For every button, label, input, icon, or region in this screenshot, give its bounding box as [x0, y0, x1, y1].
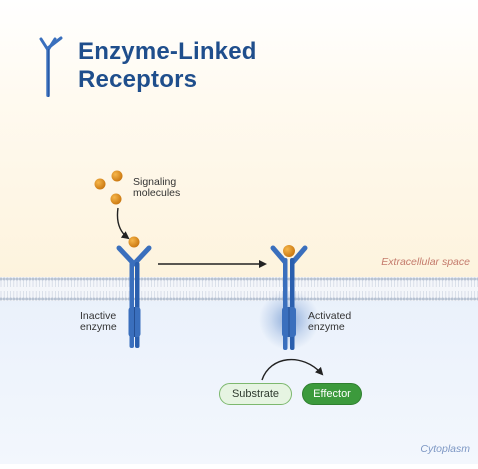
inactive-receptor — [116, 245, 152, 348]
membrane — [0, 277, 478, 301]
title-line-1: Enzyme-Linked — [78, 38, 257, 65]
effector-pill: Effector — [302, 383, 362, 405]
signaling-molecules-label: Signaling molecules — [133, 177, 180, 199]
ligand-molecule — [111, 170, 123, 182]
catalysis-arrow — [261, 358, 324, 381]
activated-label-line-1: Activated — [308, 310, 352, 322]
signaling-label-line-1: Signaling — [133, 176, 177, 188]
cytoplasm-label: Cytoplasm — [420, 443, 470, 455]
inactive-enzyme-label: Inactive enzyme — [80, 311, 117, 333]
binding-arrow — [116, 207, 130, 240]
title-line-2: Receptors — [78, 66, 198, 93]
activated-label-line-2: enzyme — [308, 321, 345, 333]
diagram-title: Enzyme-Linked Receptors — [78, 38, 257, 94]
activated-receptor — [259, 245, 319, 350]
ligand-molecule-bound — [283, 245, 295, 257]
inactive-label-line-2: enzyme — [80, 321, 117, 333]
ligand-molecule — [94, 178, 106, 190]
ligand-molecule — [128, 236, 140, 248]
activated-enzyme-label: Activated enzyme — [308, 311, 351, 333]
signaling-label-line-2: molecules — [133, 187, 181, 199]
extracellular-region — [0, 0, 478, 280]
substrate-pill: Substrate — [219, 383, 292, 405]
cytoplasm-region — [0, 295, 478, 464]
inactive-label-line-1: Inactive — [80, 310, 117, 322]
extracellular-space-label: Extracellular space — [381, 256, 470, 268]
ligand-molecule — [110, 193, 122, 205]
ligand-molecules — [94, 170, 295, 257]
receptor-icon — [39, 36, 63, 97]
